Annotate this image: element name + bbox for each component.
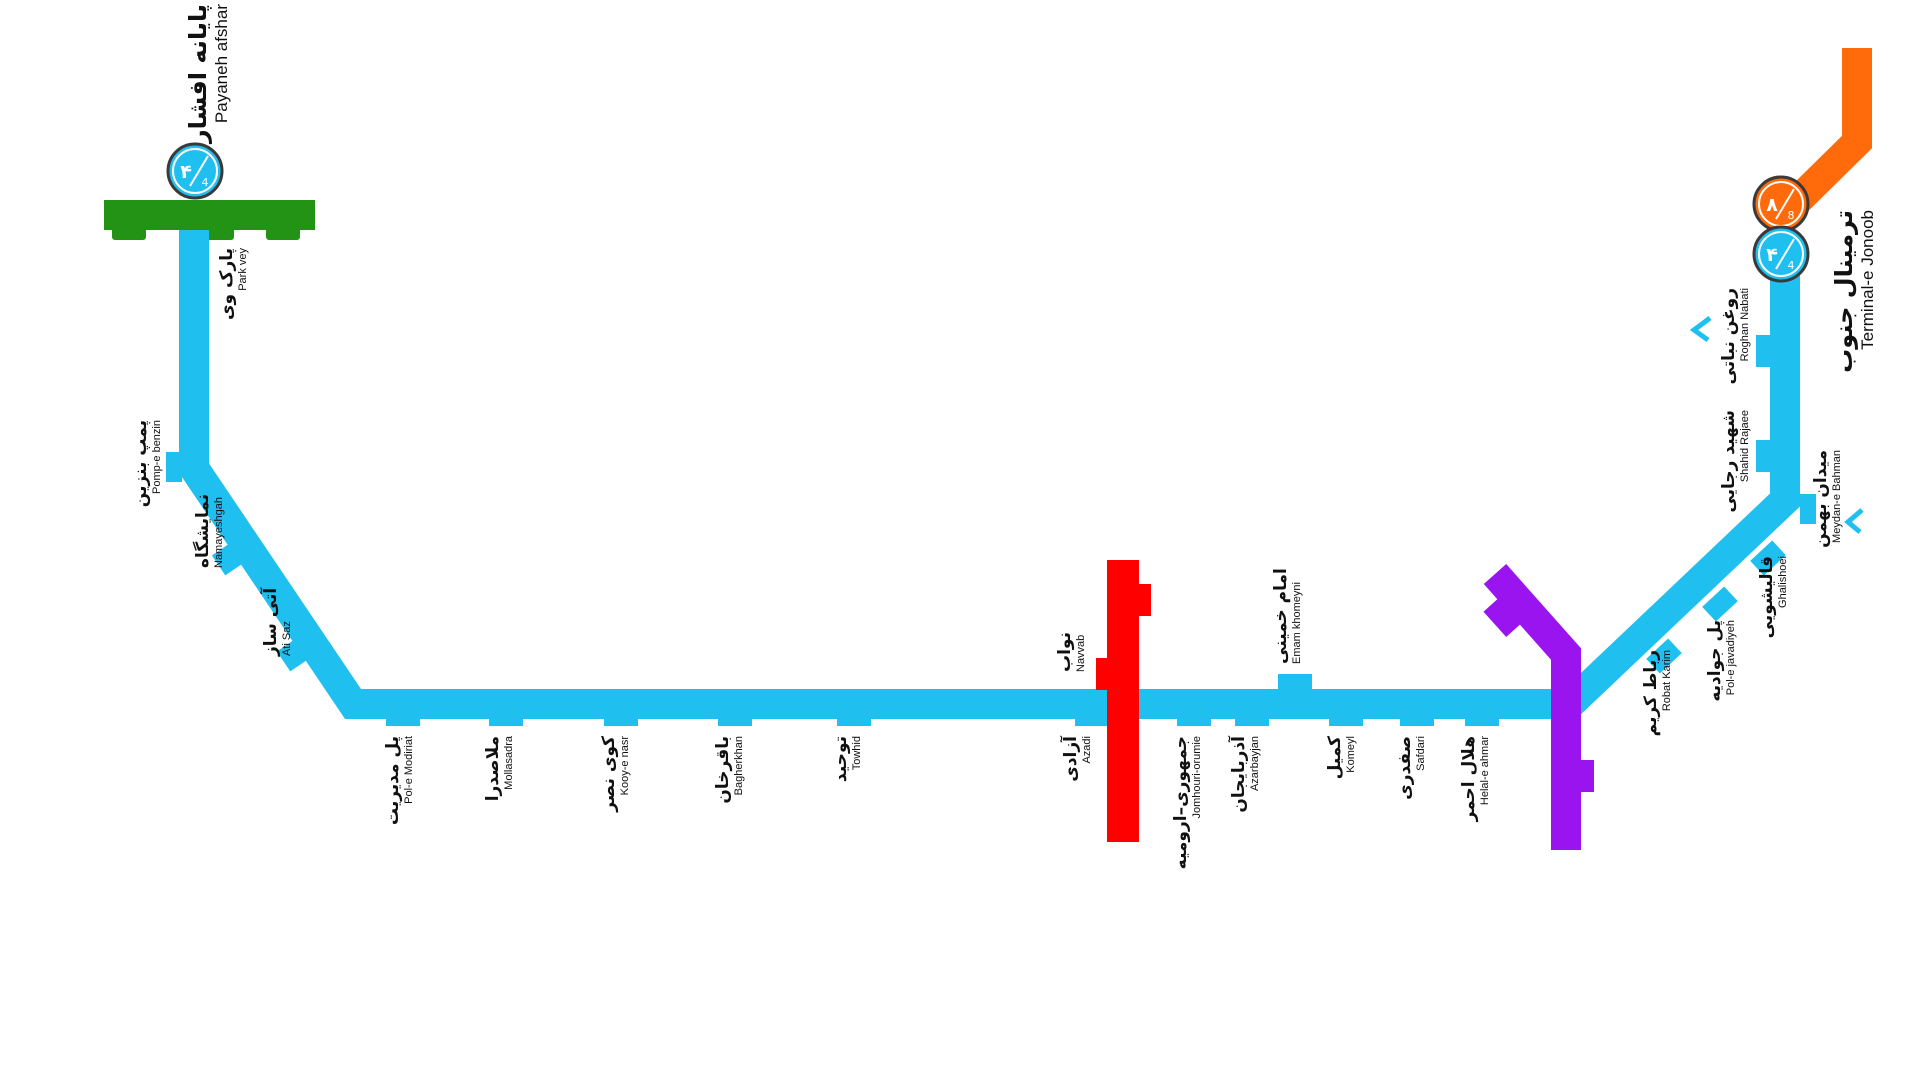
svg-text:Kooy-e nasr: Kooy-e nasr	[619, 736, 631, 796]
svg-text:Komeyl: Komeyl	[1345, 736, 1357, 773]
direction-arrow-icon	[1689, 316, 1712, 343]
green-line	[104, 200, 315, 240]
station-roghan-nabati: روغن نباتی Roghan Nabati	[1719, 288, 1751, 384]
svg-text:Navvab: Navvab	[1075, 635, 1087, 672]
svg-text:Safdari: Safdari	[1415, 736, 1427, 771]
svg-text:هلال احمر: هلال احمر	[1459, 736, 1479, 822]
svg-text:Bagherkhan: Bagherkhan	[733, 736, 745, 795]
svg-text:Azadi: Azadi	[1081, 736, 1093, 764]
purple-line	[1483, 564, 1594, 850]
svg-text:Towhid: Towhid	[851, 736, 863, 770]
svg-text:روغن نباتی: روغن نباتی	[1719, 288, 1739, 384]
station-navvab: نواب Navvab	[1055, 632, 1087, 672]
svg-text:ملاصدرا: ملاصدرا	[483, 736, 503, 801]
station-meydan-bahman: میدان بهمن Meydan-e Bahman	[1811, 450, 1843, 548]
svg-text:میدان بهمن: میدان بهمن	[1811, 450, 1831, 548]
svg-text:نمایشگاه: نمایشگاه	[192, 494, 213, 568]
station-shahid-rajaee: شهید رجایی Shahid Rajaee	[1719, 410, 1751, 513]
svg-text:Helal-e ahmar: Helal-e ahmar	[1479, 736, 1491, 805]
svg-text:صفدری: صفدری	[1395, 736, 1415, 800]
svg-text:Pol-e javadiyeh: Pol-e javadiyeh	[1725, 620, 1737, 695]
svg-text:Ati Saz: Ati Saz	[281, 621, 293, 656]
east-terminus-badge-line4: ۴ 4	[1752, 225, 1810, 283]
direction-arrow-icon	[1844, 508, 1864, 534]
svg-text:Emam khomeyni: Emam khomeyni	[1291, 582, 1303, 664]
red-line	[1096, 560, 1151, 842]
station-mollasadra: ملاصدرا Mollasadra	[483, 735, 515, 801]
svg-text:Ghalishoei: Ghalishoei	[1777, 556, 1789, 608]
svg-text:Jomhouri-orumie: Jomhouri-orumie	[1191, 736, 1203, 819]
svg-text:پمپ بنزین: پمپ بنزین	[131, 420, 151, 507]
svg-text:8: 8	[1788, 209, 1795, 222]
svg-text:شهید رجایی: شهید رجایی	[1719, 410, 1739, 513]
svg-text:پل جوادیه: پل جوادیه	[1705, 620, 1725, 702]
svg-text:۴: ۴	[180, 161, 192, 183]
svg-text:4: 4	[1788, 259, 1795, 272]
svg-text:کوی نصر: کوی نصر	[599, 736, 619, 813]
station-namayeshgah: نمایشگاه Namayeshgah	[192, 494, 225, 568]
svg-text:Namayeshgah: Namayeshgah	[213, 497, 225, 568]
svg-text:4: 4	[202, 176, 209, 189]
station-pol-javadiyeh: پل جوادیه Pol-e javadiyeh	[1705, 620, 1737, 702]
svg-text:Pol-e Modiriat: Pol-e Modiriat	[403, 736, 415, 804]
east-terminus-label: ترمینال جنوب Terminal-e Jonoob	[1830, 210, 1877, 373]
svg-text:Mollasadra: Mollasadra	[503, 735, 515, 790]
svg-text:Roghan Nabati: Roghan Nabati	[1739, 288, 1751, 361]
svg-text:Pomp-e benzin: Pomp-e benzin	[151, 420, 163, 494]
line-4-track	[166, 230, 1816, 726]
west-terminus-badge: ۴ 4	[166, 142, 224, 200]
station-azadi: آزادی Azadi	[1059, 735, 1093, 782]
svg-text:نواب: نواب	[1055, 632, 1075, 672]
station-bagherkhan: باقرخان Bagherkhan	[713, 736, 745, 804]
station-park-vey: پارک وی Park vey	[217, 248, 249, 321]
svg-text:باقرخان: باقرخان	[713, 736, 733, 804]
station-ghalishoei: قالیشویی Ghalishoei	[1757, 556, 1789, 638]
svg-text:رباط کریم: رباط کریم	[1641, 650, 1661, 736]
svg-text:۸: ۸	[1766, 194, 1778, 216]
station-towhid: توحید Towhid	[831, 736, 863, 782]
station-helal-ahmar: هلال احمر Helal-e ahmar	[1459, 736, 1491, 823]
svg-text:ترمینال جنوب: ترمینال جنوب	[1830, 210, 1858, 373]
west-terminus-label: پایانه افشار Payaneh afshar	[184, 4, 231, 145]
svg-text:پایانه افشار: پایانه افشار	[184, 4, 212, 144]
svg-text:پل مدیریت: پل مدیریت	[383, 736, 403, 825]
svg-text:Meydan-e Bahman: Meydan-e Bahman	[1831, 450, 1843, 543]
east-terminus-badge-line8: ۸ 8	[1752, 175, 1810, 233]
svg-text:کمیل: کمیل	[1325, 736, 1345, 780]
svg-text:آذربایجان: آذربایجان	[1227, 735, 1249, 813]
svg-text:Payaneh afshar: Payaneh afshar	[212, 4, 231, 123]
svg-text:توحید: توحید	[831, 736, 851, 782]
station-ati-saz: آتی ساز Ati Saz	[259, 587, 293, 657]
svg-text:قالیشویی: قالیشویی	[1757, 556, 1777, 638]
svg-text:Shahid Rajaee: Shahid Rajaee	[1739, 410, 1751, 482]
svg-text:Terminal-e Jonoob: Terminal-e Jonoob	[1858, 210, 1877, 350]
svg-text:Azarbayjan: Azarbayjan	[1249, 736, 1261, 791]
svg-text:Park vey: Park vey	[237, 248, 249, 291]
svg-text:آتی ساز: آتی ساز	[259, 587, 281, 657]
station-azarbayjan: آذربایجان Azarbayjan	[1227, 735, 1261, 813]
svg-text:آزادی: آزادی	[1059, 735, 1081, 782]
station-jomhouri: جمهوری–ارومیه Jomhouri-orumie	[1171, 736, 1203, 869]
station-komeyl: کمیل Komeyl	[1325, 736, 1357, 780]
svg-text:۴: ۴	[1766, 244, 1778, 266]
svg-text:Robat Karim: Robat Karim	[1661, 650, 1673, 711]
station-emam-khomeyni: امام خمینی Emam khomeyni	[1271, 568, 1303, 664]
svg-text:جمهوری–ارومیه: جمهوری–ارومیه	[1171, 736, 1191, 869]
station-robat-karim: رباط کریم Robat Karim	[1641, 650, 1673, 736]
svg-text:امام خمینی: امام خمینی	[1271, 568, 1291, 664]
station-safdari: صفدری Safdari	[1395, 736, 1427, 800]
station-pomp-benzin: پمپ بنزین Pomp-e benzin	[131, 420, 163, 507]
station-pol-modiriat: پل مدیریت Pol-e Modiriat	[383, 736, 415, 825]
svg-text:پارک وی: پارک وی	[217, 248, 237, 320]
station-kooy-nasr: کوی نصر Kooy-e nasr	[599, 736, 631, 813]
